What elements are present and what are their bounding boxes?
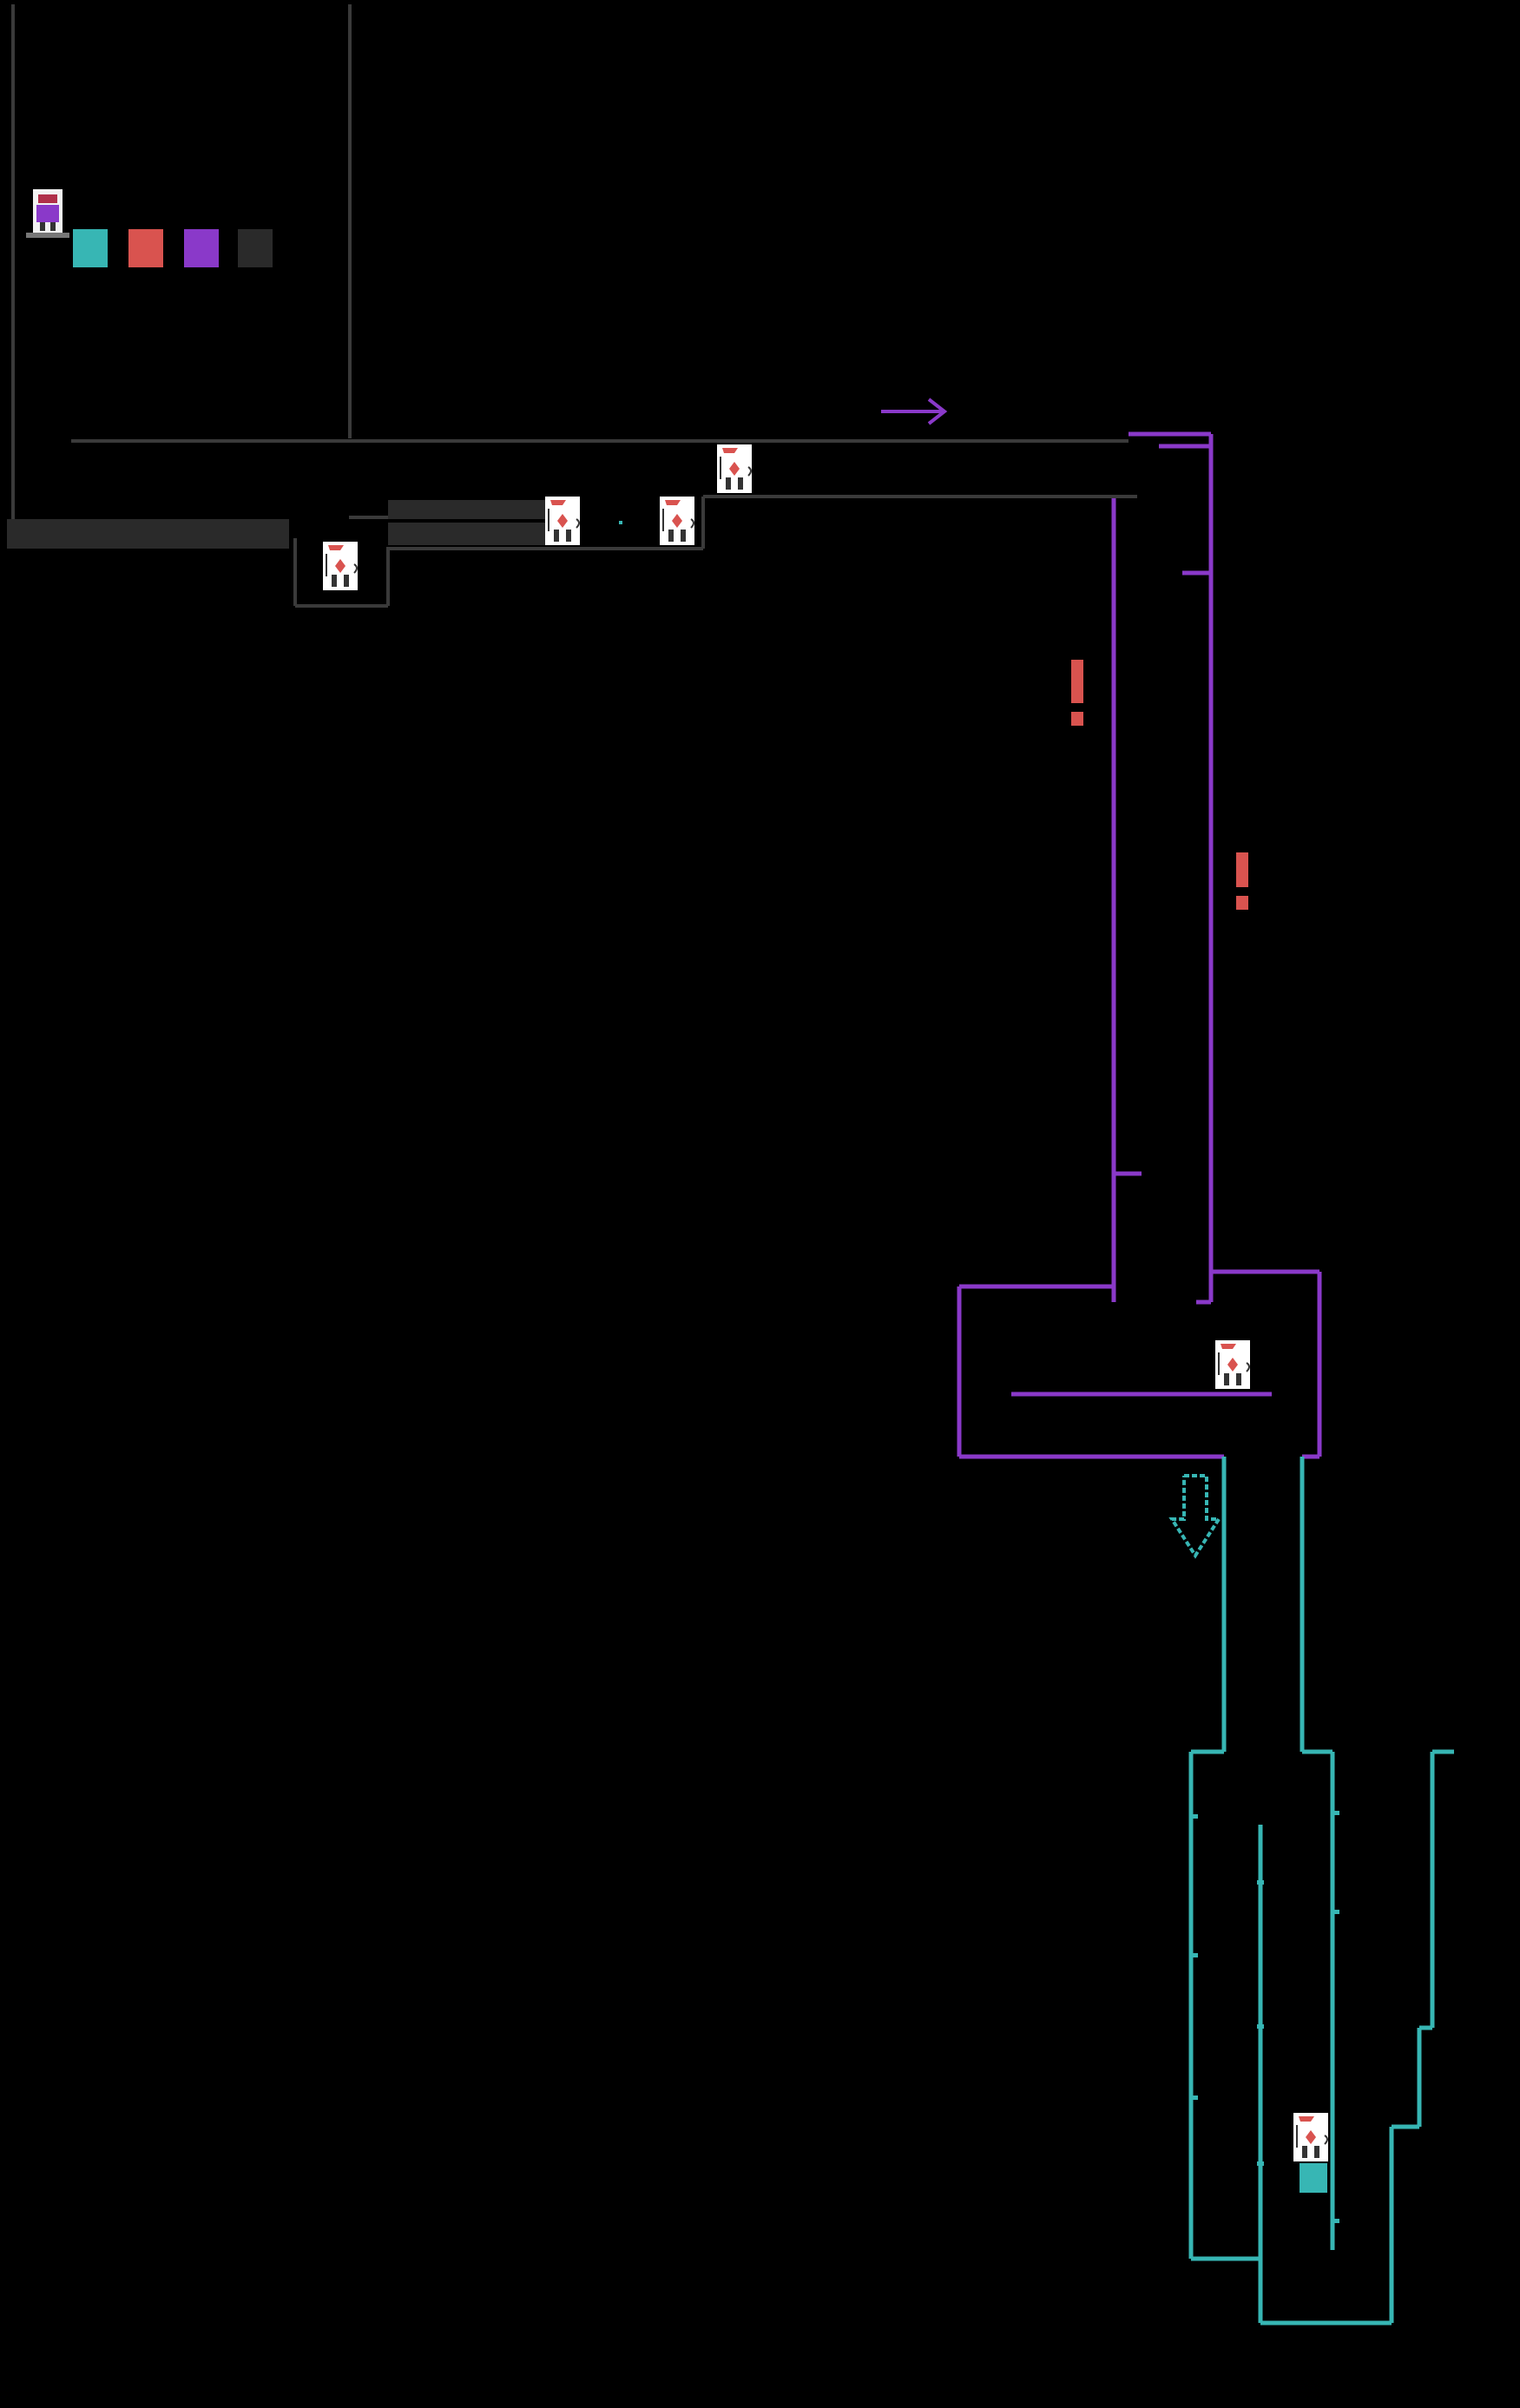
card-guards [323, 444, 1328, 2161]
grey-dot [619, 521, 622, 524]
card-soldier-icon [660, 497, 694, 545]
player-icon [26, 189, 69, 238]
teal-door-icon [1300, 2163, 1327, 2193]
card-soldier-icon [1215, 1340, 1250, 1389]
purple-walls [957, 431, 1322, 1459]
card-soldier-icon [545, 497, 580, 545]
card-soldier-icon [717, 444, 752, 493]
card-soldier-icon [1293, 2113, 1328, 2161]
swatch-purple [184, 229, 219, 267]
swatch-red [128, 229, 163, 267]
swatch-dark [238, 229, 273, 267]
swatch-teal [73, 229, 108, 267]
card-soldier-icon [323, 542, 358, 590]
teal-walls [1188, 1457, 1454, 2326]
dark-floor-strips [7, 500, 549, 549]
arrow-down-icon [1168, 1474, 1222, 1559]
arrow-right-icon [881, 398, 948, 425]
red-bar-icon [1071, 660, 1248, 910]
teal-wall-studs [1191, 1811, 1339, 2223]
